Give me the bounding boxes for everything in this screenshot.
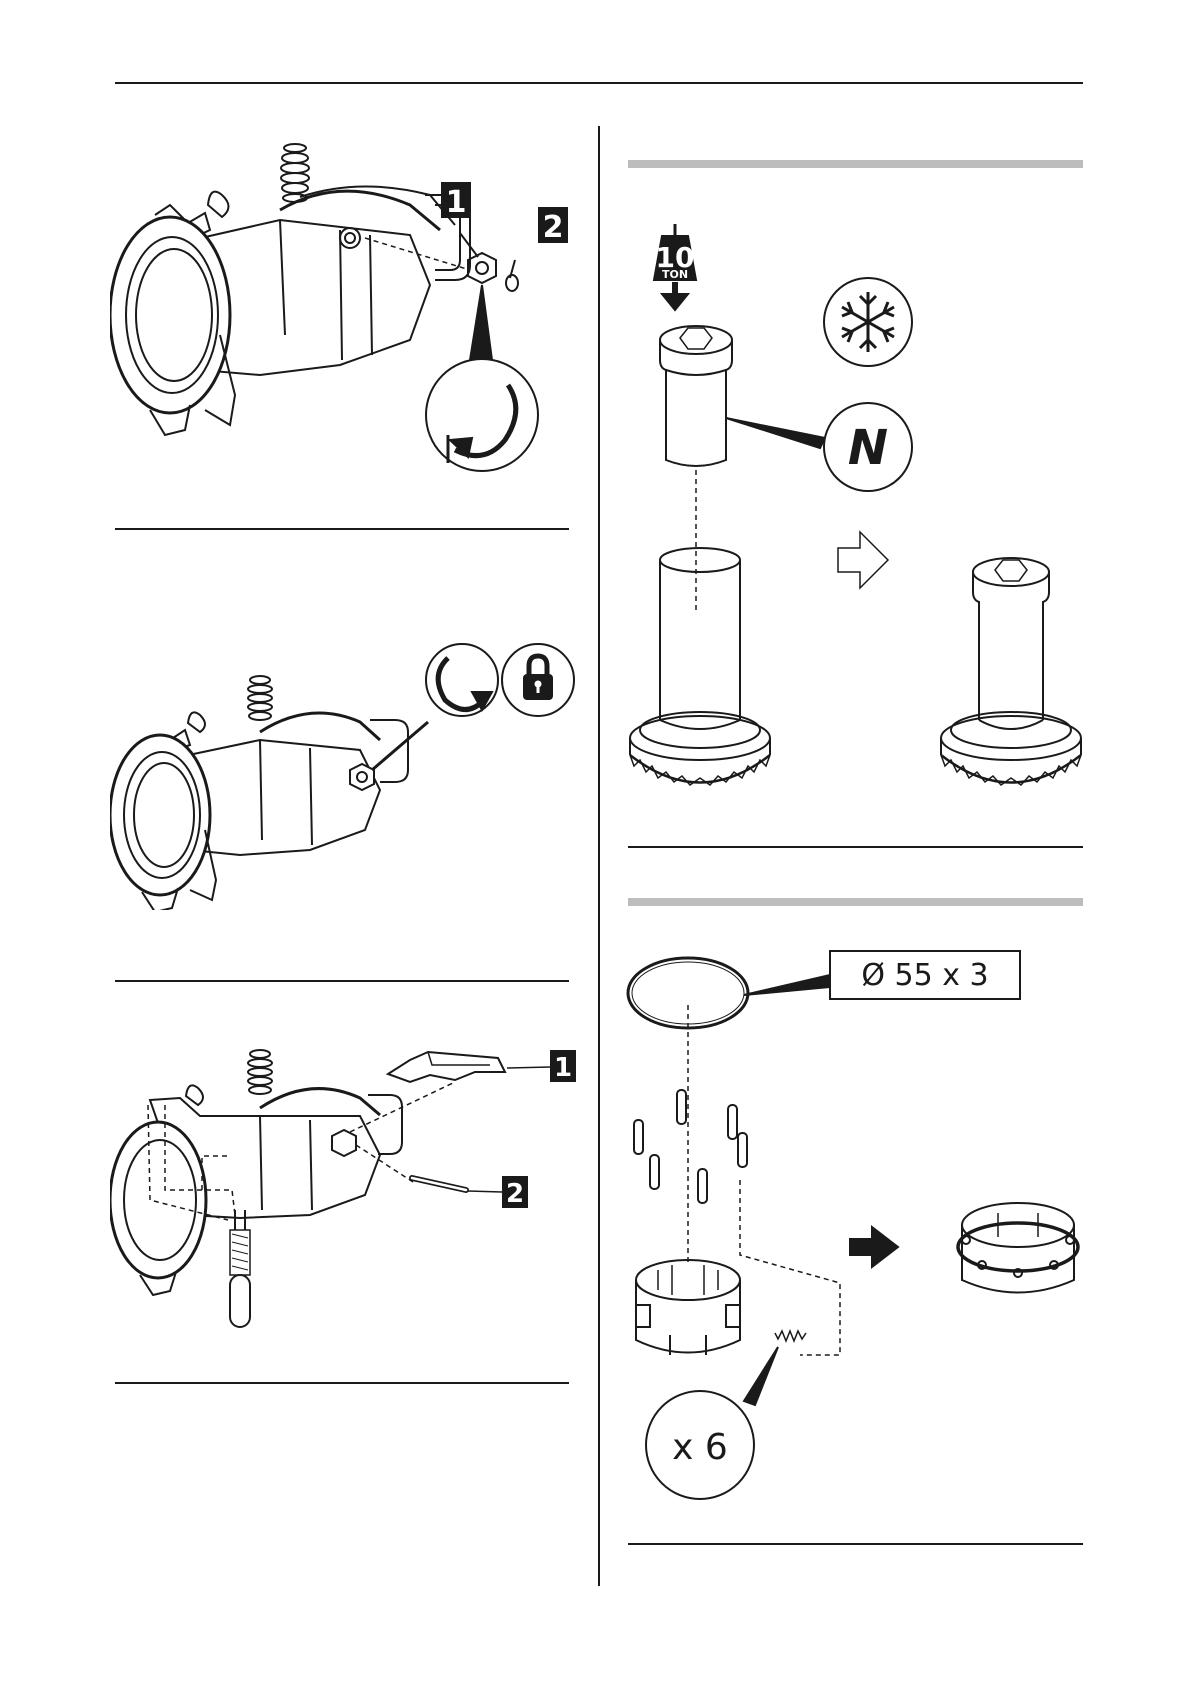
o-ring-dimension: Ø 55 x 3: [861, 958, 988, 993]
rotate-counterclockwise-icon: [426, 359, 538, 471]
right-panel2-band: [628, 898, 1083, 906]
small-spring: [775, 1331, 806, 1341]
spring: [248, 676, 272, 720]
press-fit-illustration: 10 TON N: [620, 210, 1090, 820]
svg-text:2: 2: [543, 210, 564, 245]
quantity-label: x 6: [672, 1427, 728, 1468]
pin-set: [634, 1090, 747, 1203]
hub-after: [958, 1203, 1078, 1293]
washer: [506, 275, 518, 291]
gear-bushing-before: [630, 548, 770, 785]
pin: [412, 1178, 466, 1190]
grease-symbol: N: [848, 420, 888, 476]
right-panel1-band: [628, 160, 1083, 168]
callout-2: 2: [538, 207, 568, 245]
callout-1: 1: [441, 182, 471, 220]
header-rule: [115, 82, 1083, 84]
right-panel2-rule: [628, 1543, 1083, 1545]
column-divider: [598, 126, 600, 1586]
spring: [281, 144, 309, 202]
callout-2: 2: [502, 1176, 528, 1209]
assembly-illustration: Ø 55 x 3 x 6: [620, 935, 1090, 1515]
left-step2-rule: [115, 980, 569, 982]
step1-illustration: 1 2: [110, 135, 580, 515]
right-panel1-rule: [628, 846, 1083, 848]
callout-1: 1: [550, 1050, 576, 1083]
spring: [248, 1050, 272, 1094]
gear-bushing-after: [941, 558, 1081, 785]
hub-before: [636, 1260, 740, 1355]
svg-text:TON: TON: [662, 268, 688, 281]
blade-plate: [388, 1052, 505, 1082]
hex-nut: [468, 253, 496, 283]
outline-arrow-right-icon: [838, 532, 888, 588]
svg-text:1: 1: [446, 185, 467, 220]
rotate-clockwise-icon: [426, 644, 498, 716]
left-step1-rule: [115, 528, 569, 530]
step3-illustration: 1 2: [110, 1020, 580, 1360]
lock-icon: [502, 644, 574, 716]
solid-arrow-right-icon: [850, 1227, 898, 1267]
svg-text:2: 2: [506, 1179, 524, 1209]
step2-illustration: [110, 630, 580, 910]
left-step3-rule: [115, 1382, 569, 1384]
svg-text:1: 1: [554, 1053, 572, 1083]
press-sleeve: [660, 326, 732, 466]
snowflake-icon: [824, 278, 912, 366]
